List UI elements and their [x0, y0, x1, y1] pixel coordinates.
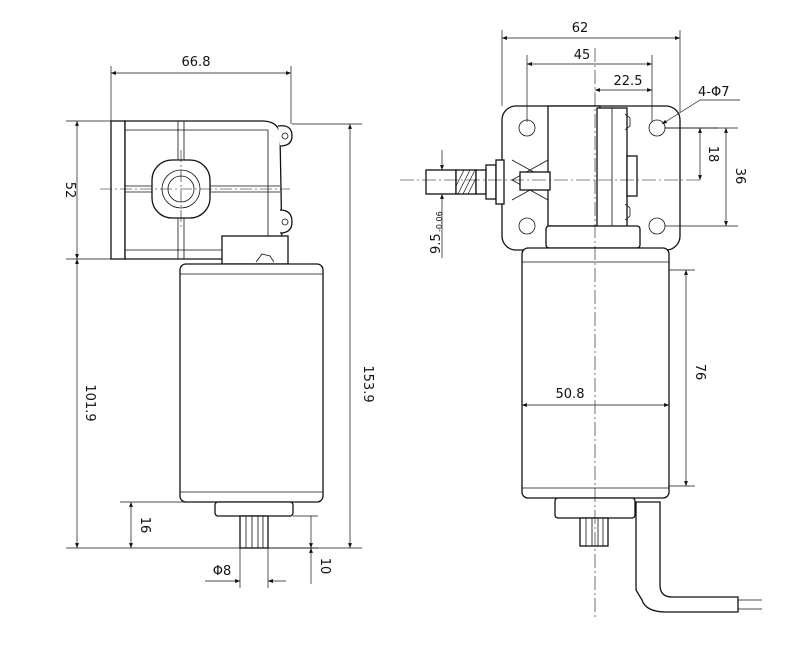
dim-label: 4-Φ7	[698, 85, 729, 100]
left-side-view: 66.8 52 101.9 153.9 16	[62, 55, 375, 588]
dim-label: 36	[732, 168, 747, 185]
dim-label: 22.5	[614, 74, 643, 89]
dim-right-hole-spacing-large: 36	[665, 127, 747, 227]
dim-tolerance: -0.06	[435, 211, 444, 232]
dim-label: 101.9	[82, 384, 97, 421]
dim-right-width-half: 22.5	[595, 74, 652, 92]
right-mounting-flange	[501, 105, 681, 251]
mounting-hole	[518, 217, 536, 235]
left-gearbox-housing	[110, 120, 293, 265]
dim-left-shaft-length: 16	[120, 501, 215, 548]
right-front-view: 62 45 22.5 4-Φ7 18	[400, 21, 762, 620]
dim-label: 76	[692, 364, 707, 381]
right-motor-body	[521, 247, 762, 613]
dim-label: 16	[137, 517, 152, 534]
dim-right-width-total: 62	[501, 21, 681, 112]
dim-right-width-mid: 45	[526, 48, 653, 122]
dim-label: 10	[317, 558, 332, 575]
dim-left-gearbox-height: 52	[62, 120, 111, 260]
dim-right-holes: 4-Φ7	[661, 85, 740, 125]
left-motor-body	[179, 263, 324, 549]
dim-label: 52	[62, 182, 77, 199]
dim-label: 45	[574, 48, 591, 63]
dim-left-lower-height: 101.9	[66, 259, 240, 549]
right-output-shaft	[425, 159, 505, 205]
dim-right-motor-diameter: 50.8	[522, 387, 669, 407]
dim-label: 66.8	[182, 55, 211, 70]
cable	[635, 501, 739, 613]
dim-label: Φ8	[213, 564, 232, 579]
dim-label: 50.8	[556, 387, 585, 402]
dim-left-shaft-diameter: Φ8	[205, 548, 286, 588]
dim-right-motor-length: 76	[669, 269, 707, 487]
dim-label: 9.5	[429, 233, 444, 254]
dim-left-width: 66.8	[110, 55, 292, 124]
dim-label: 153.9	[360, 365, 375, 402]
dim-label: 18	[705, 146, 720, 163]
dim-label: 62	[572, 21, 589, 36]
dim-left-shaft-offset: 10	[268, 515, 332, 584]
dim-right-shaft-diameter: 9.5 -0.06	[429, 150, 460, 258]
